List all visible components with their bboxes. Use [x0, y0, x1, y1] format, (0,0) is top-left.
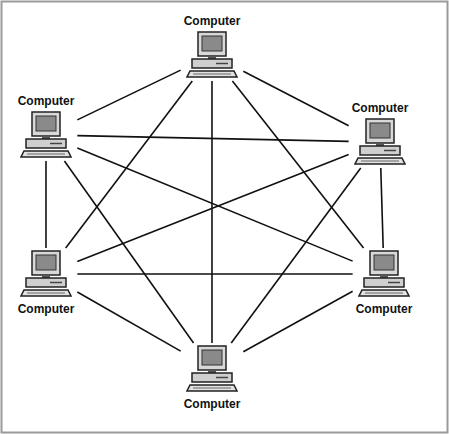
node-label: Computer — [184, 397, 241, 412]
network-link — [243, 71, 348, 126]
computer-node: Computer — [181, 12, 244, 81]
computer-icon — [358, 250, 410, 298]
network-link — [45, 161, 47, 248]
network-link — [243, 291, 352, 351]
computer-icon — [20, 250, 72, 298]
network-link — [211, 81, 213, 343]
computer-node: Computer — [353, 248, 416, 319]
network-link — [77, 273, 352, 275]
computer-node: Computer — [349, 99, 412, 168]
computer-node: Computer — [15, 92, 78, 161]
computer-node: Computer — [15, 248, 78, 319]
computer-icon — [20, 111, 72, 159]
computer-icon — [186, 31, 238, 79]
network-link — [64, 161, 193, 343]
computer-icon — [354, 118, 406, 166]
node-label: Computer — [352, 101, 409, 116]
network-link — [77, 136, 348, 142]
network-link — [232, 81, 363, 248]
node-label: Computer — [184, 14, 241, 29]
network-link — [77, 70, 180, 120]
network-link — [77, 148, 352, 261]
network-link — [231, 168, 361, 343]
node-label: Computer — [18, 94, 75, 109]
node-label: Computer — [356, 302, 413, 317]
computer-icon — [186, 345, 238, 393]
computer-node: Computer — [181, 343, 244, 414]
network-link — [77, 154, 348, 261]
network-link — [77, 292, 180, 351]
network-link — [381, 168, 383, 248]
node-label: Computer — [18, 302, 75, 317]
